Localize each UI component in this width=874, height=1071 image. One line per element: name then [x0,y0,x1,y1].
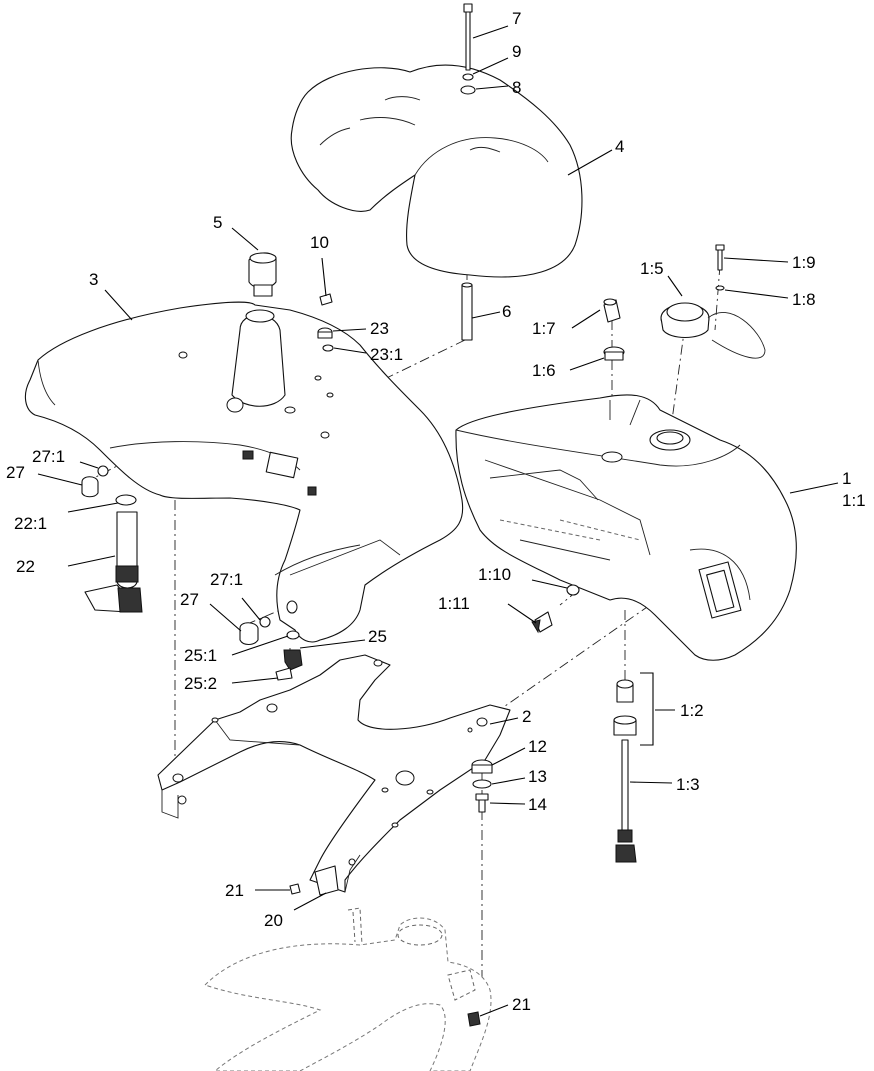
part-27-cap-lower [239,622,259,646]
part-22-filter [84,511,143,613]
callout-2: 2 [522,707,531,726]
part-14-bolt [475,793,489,813]
callout-1: 1 [842,469,851,488]
part-23-1-ring [322,344,334,352]
callout-27-1-lower: 27:1 [210,570,243,589]
part-1-5-fuel-cap [660,302,766,359]
callout-10: 10 [310,233,329,252]
part-1-11-fitting [531,611,553,634]
callout-1-11: 1:11 [438,594,470,613]
callout-13: 13 [528,767,547,786]
part-25-elbow [275,630,303,681]
frame-ghost [204,907,492,1071]
part-1-8-washer [715,285,725,291]
part-21-screw-upper [289,883,301,895]
part-23-grommet [317,327,333,339]
callout-20: 20 [264,911,283,930]
callout-1-10: 1:10 [478,565,511,584]
part-3-console [24,301,464,643]
callout-8: 8 [512,78,521,97]
callout-12: 12 [528,737,547,756]
part-1-7-vent [603,298,621,323]
part-1-2-bushing [613,679,637,736]
callout-4: 4 [615,137,624,156]
callout-27-lower: 27 [180,590,199,609]
part-4-cover [290,64,583,278]
part-7-bolt [463,3,473,71]
part-8-washer [460,85,476,95]
callout-14: 14 [528,795,547,814]
part-12-washer [471,759,493,774]
callout-27-1-upper: 27:1 [32,447,65,466]
part-22-1-oring [115,494,137,506]
callout-6: 6 [502,302,511,321]
part-10-plug [319,293,333,306]
callout-1-5: 1:5 [640,259,664,278]
callout-1-8: 1:8 [792,290,816,309]
part-2-plate [157,654,511,893]
callout-1-9: 1:9 [792,253,816,272]
part-27-1-oring-lower [259,616,271,628]
callout-21-upper: 21 [225,881,244,900]
callout-22-1: 22:1 [14,514,47,533]
part-1-10-grommet [566,584,580,596]
part-27-cap-upper [81,476,99,498]
callout-1-3: 1:3 [676,775,700,794]
callout-25-2: 25:2 [184,674,217,693]
part-27-1-oring-upper [97,465,109,477]
part-1-9-screw [715,244,725,271]
part-13-washer [472,779,492,789]
part-6-spacer [461,282,473,341]
callout-1-1: 1:1 [842,491,866,510]
part-1-6-grommet [603,346,625,361]
part-1-3-pickup-tube [615,739,637,863]
callout-25-1: 25:1 [184,646,217,665]
callout-25: 25 [368,627,387,646]
part-5-key-switch [248,252,277,297]
part-21-screw-lower [467,1011,481,1027]
part-9-washer [462,73,474,81]
callout-3: 3 [89,270,98,289]
part-20-bracket [314,865,339,896]
callout-labels: 7 9 8 4 5 10 3 6 23 23:1 1:5 1:9 1:8 1:7… [6,9,866,1014]
leaders [37,25,839,1017]
callout-23-1: 23:1 [370,345,403,364]
callout-1-7: 1:7 [532,319,556,338]
callout-9: 9 [512,42,521,61]
callout-21-lower: 21 [512,995,531,1014]
callout-27-upper: 27 [6,463,25,482]
callout-23: 23 [370,319,389,338]
callout-1-6: 1:6 [532,361,556,380]
callout-1-2: 1:2 [680,701,704,720]
callout-7: 7 [512,9,521,28]
callout-5: 5 [213,213,222,232]
callout-22: 22 [16,557,35,576]
part-1-fuel-tank [455,394,797,661]
